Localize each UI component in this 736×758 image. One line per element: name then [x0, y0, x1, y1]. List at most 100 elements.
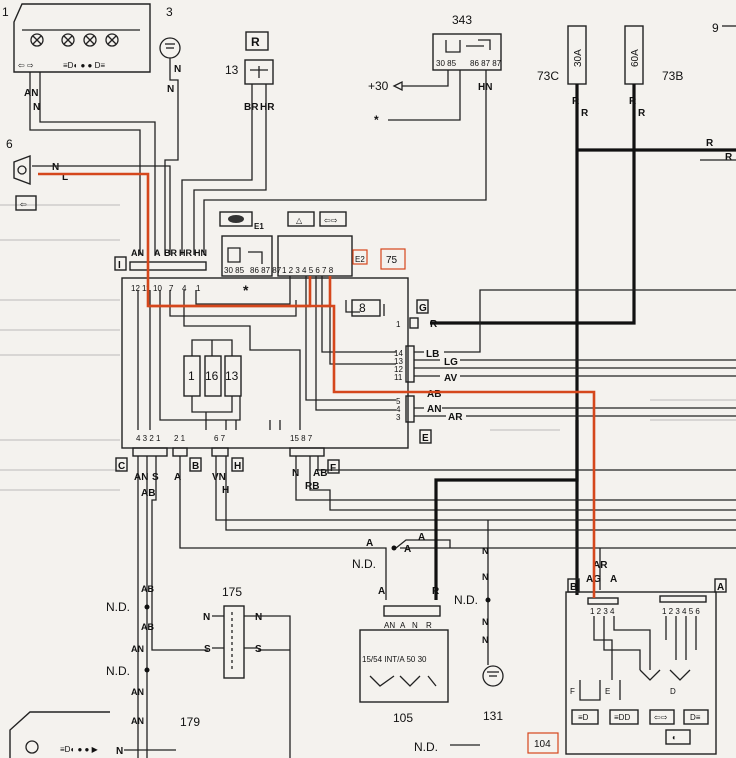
- component-75-label: 75: [386, 255, 398, 266]
- indicator-symbols: ⇦ ⇨: [18, 61, 34, 70]
- wire-label-s: S: [255, 644, 262, 655]
- connector-f-label: F: [330, 463, 336, 474]
- wire-label-e: E: [605, 687, 610, 696]
- svg-text:⇦⇨: ⇦⇨: [654, 713, 668, 722]
- wire-label-a: A: [154, 248, 161, 258]
- wire-label-a: A: [418, 532, 425, 543]
- e1-pin-labels: 30 85: [224, 266, 245, 275]
- relay-pin-labels: 86 87 87: [470, 59, 502, 68]
- fuse-60a-label: 60A: [630, 49, 641, 67]
- pin-10: 10: [153, 284, 162, 293]
- component-105-label: 105: [393, 711, 413, 725]
- component-3: 3 N N: [159, 5, 181, 255]
- e2-label: E2: [355, 255, 365, 264]
- e1-pin-labels: 86 87 87: [250, 266, 282, 275]
- relay-13-label: 13: [225, 369, 239, 383]
- wire-label-d: D: [670, 687, 676, 696]
- component-343: 343 30 85 86 87 87 +30 * HN: [203, 13, 502, 255]
- connector-b-label: B: [192, 461, 199, 472]
- component-175-label: 175: [222, 585, 242, 599]
- wire-label-n: N: [116, 746, 123, 757]
- wire-label-r: R: [581, 108, 589, 119]
- component-179-label: 179: [180, 715, 200, 729]
- wire-label-a: A: [378, 586, 385, 597]
- component-131: 131: [482, 665, 504, 723]
- svg-text:△: △: [296, 216, 303, 225]
- pin-7: 7: [169, 284, 174, 293]
- button-icon-beam: [683, 709, 709, 725]
- svg-text:D≡: D≡: [690, 713, 701, 722]
- button-icon-light: [571, 709, 599, 725]
- component-1-label: 1: [2, 5, 9, 19]
- relay-pin-labels: 30 85: [436, 59, 457, 68]
- wire-label-hn: HN: [194, 248, 207, 258]
- wire-label-n: N: [52, 162, 59, 173]
- component-343-label: 343: [452, 13, 472, 27]
- wire-label-hr: HR: [179, 248, 192, 258]
- arrow-left-icon: ⇦: [20, 200, 27, 209]
- component-104: B A AR AG A 1 2 3 4 1 2 3 4 5 6 F E D ≡D…: [527, 560, 727, 755]
- pin-4: 4: [182, 284, 187, 293]
- lamp-icon: [30, 33, 119, 47]
- pin-1: 1: [196, 284, 201, 293]
- pin-11: 11: [142, 284, 151, 293]
- wire-label-ab: AB: [427, 389, 441, 400]
- asterisk-label: *: [374, 113, 379, 127]
- wire-label-ab: AB: [141, 488, 155, 499]
- e1-label: E1: [254, 222, 264, 231]
- component-3-label: 3: [166, 5, 173, 19]
- button-icon-fog: [609, 709, 639, 725]
- component-6: 6 ⇦ N L: [6, 137, 171, 255]
- bottom-connectors: C B H F AN S A VN H N AB RB AB: [115, 457, 340, 499]
- wire-label-vn: VN: [212, 472, 226, 483]
- pin-3: 3: [396, 413, 401, 422]
- svg-text:≡D: ≡D: [578, 713, 589, 722]
- nd-label: N.D.: [106, 664, 130, 678]
- wire-label-ar: AR: [593, 560, 608, 571]
- component-179: 179 ≡D◐ ● ● ▶ N: [9, 711, 200, 758]
- pin-13: 13: [394, 357, 403, 366]
- wire-label-n: N: [167, 84, 174, 95]
- wire-label-lg: LG: [444, 357, 458, 368]
- connector-c-label: C: [118, 461, 125, 472]
- wire-label-n: N: [482, 572, 489, 582]
- callout-104: [527, 732, 559, 754]
- wire-label-a: A: [610, 574, 617, 585]
- component-104-label: 104: [534, 739, 551, 750]
- fuse-30a-label: 30A: [573, 49, 584, 67]
- component-175: 175 N N S S: [203, 585, 291, 758]
- asterisk-label: *: [243, 282, 249, 298]
- wire-label-r: R: [725, 152, 733, 163]
- wire-label-an: AN: [24, 88, 38, 99]
- connector-i-label: I: [118, 260, 121, 271]
- wire-label-n: N: [174, 64, 181, 75]
- relay-8-label: 8: [359, 301, 366, 315]
- pin-11: 11: [394, 373, 403, 382]
- relay-16-label: 16: [205, 369, 219, 383]
- wire-label-ab: AB: [313, 468, 327, 479]
- relay-1-label: 1: [188, 369, 195, 383]
- wire-label-r: R: [638, 108, 646, 119]
- pin-4: 4: [396, 405, 401, 414]
- wire-label-n: N: [482, 635, 489, 645]
- connector-h-label: H: [234, 461, 241, 472]
- callout-75: [380, 248, 406, 270]
- background-traces: [0, 204, 736, 491]
- svg-text:≡DD: ≡DD: [614, 713, 630, 722]
- c-pin-labels: 4 3 2 1: [136, 434, 161, 443]
- highlighted-circuit: [38, 172, 596, 598]
- svg-text:⇦⇨: ⇦⇨: [324, 216, 338, 225]
- plus30-label: +30: [368, 79, 389, 93]
- wire-label-hn: HN: [478, 82, 492, 93]
- wire-label-n: N: [482, 546, 489, 556]
- b-pin-labels-104: 1 2 3 4: [590, 607, 615, 616]
- wire-label-an: AN: [131, 687, 144, 697]
- connector-a-label: A: [717, 582, 724, 593]
- wire-label-a: A: [404, 544, 411, 555]
- wire-label-r: R: [426, 621, 432, 630]
- connector-b-label: B: [570, 582, 577, 593]
- wire-label-br: BR: [164, 248, 177, 258]
- wire-label-r: R: [706, 138, 714, 149]
- wire-label-n: N: [33, 102, 40, 113]
